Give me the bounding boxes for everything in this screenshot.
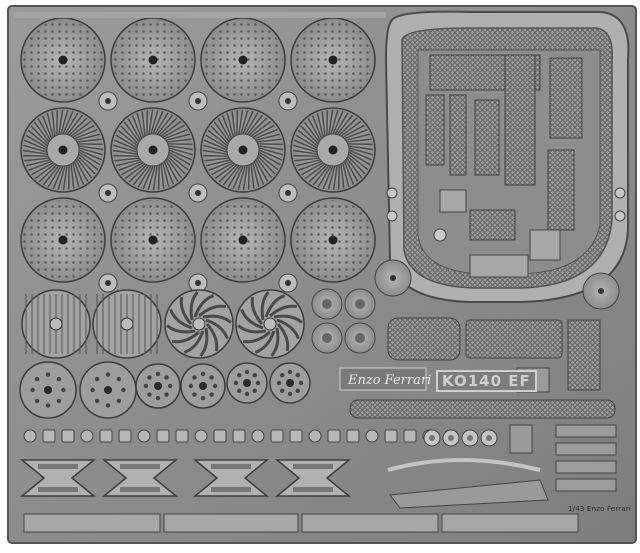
small-part: [43, 430, 55, 442]
small-part: [119, 430, 131, 442]
small-part: [404, 430, 416, 442]
brake-disc: [111, 108, 195, 192]
small-part: [290, 430, 302, 442]
credit-text: 1/43 Enzo Ferrari: [568, 505, 631, 513]
script-logo: Enzo Ferrari: [348, 373, 431, 388]
brake-disc: [201, 18, 285, 102]
washer: [462, 430, 478, 446]
small-part: [385, 430, 397, 442]
washer: [481, 430, 497, 446]
small-part: [138, 430, 150, 442]
small-part: [252, 430, 264, 442]
fan-grille: [165, 290, 233, 358]
small-wheel: [312, 289, 342, 319]
fan-grilles: [22, 289, 375, 358]
small-part: [195, 430, 207, 442]
spacer-ring: [279, 274, 297, 292]
small-part: [100, 430, 112, 442]
brake-disc: [291, 18, 375, 102]
spacer-ring: [189, 92, 207, 110]
small-part: [214, 430, 226, 442]
washer: [424, 430, 440, 446]
spacer-ring: [279, 92, 297, 110]
gear-disc: [270, 363, 310, 403]
spacer-ring: [279, 184, 297, 202]
fan-grille: [236, 290, 304, 358]
brake-disc: [201, 198, 285, 282]
fan-grille: [93, 290, 161, 358]
brake-disc: [291, 108, 375, 192]
grille-frame: [386, 12, 628, 302]
part-code: KO140 EF: [436, 370, 537, 392]
spacer-ring: [189, 184, 207, 202]
brake-disc: [21, 108, 105, 192]
small-part: [347, 430, 359, 442]
small-part: [233, 430, 245, 442]
spacer-ring: [99, 92, 117, 110]
brake-disc: [111, 198, 195, 282]
small-part: [271, 430, 283, 442]
gear-disc: [136, 364, 180, 408]
small-part: [157, 430, 169, 442]
gear-disc: [181, 364, 225, 408]
small-part: [81, 430, 93, 442]
small-part: [62, 430, 74, 442]
washer: [443, 430, 459, 446]
brake-disc: [21, 198, 105, 282]
spacer-ring: [99, 184, 117, 202]
small-wheel: [345, 323, 375, 353]
gear-disc: [80, 362, 136, 418]
small-wheel: [345, 289, 375, 319]
spacer-ring: [99, 274, 117, 292]
frame-rail: [14, 12, 386, 18]
gear-disc: [20, 362, 76, 418]
small-part: [309, 430, 321, 442]
fan-grille: [22, 290, 90, 358]
small-part: [366, 430, 378, 442]
brake-disc: [291, 198, 375, 282]
brake-disc: [111, 18, 195, 102]
brake-disc: [21, 18, 105, 102]
small-part: [328, 430, 340, 442]
small-part: [176, 430, 188, 442]
brake-disc: [201, 108, 285, 192]
small-part: [24, 430, 36, 442]
gear-disc: [227, 363, 267, 403]
small-wheel: [312, 323, 342, 353]
